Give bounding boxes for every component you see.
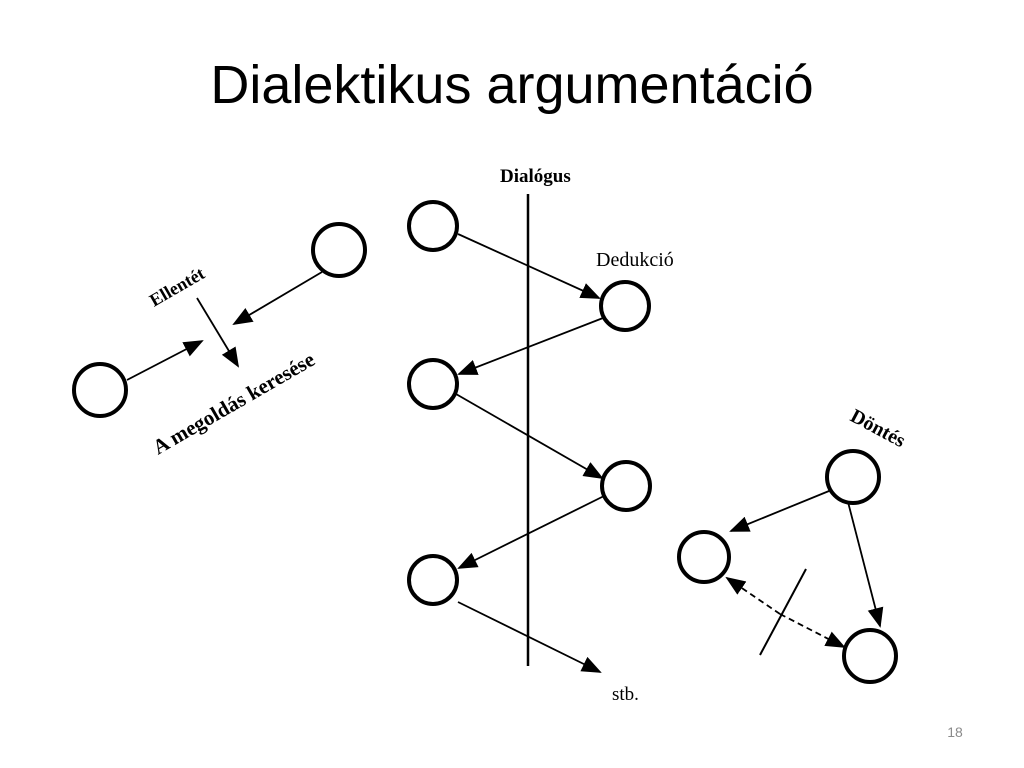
contradiction-group: Ellentét A megoldás keresése (72, 222, 367, 459)
node-dialogue-2 (599, 280, 651, 332)
label-megoldas-keresese: A megoldás keresése (149, 347, 319, 459)
arrow-decision-top-left (729, 490, 830, 532)
node-decision-left (677, 530, 731, 584)
node-left-bottom (72, 362, 128, 418)
arrow-dialogue-2-3 (457, 317, 604, 375)
dashed-arrow-to-left (725, 576, 781, 615)
page-number: 18 (947, 724, 963, 740)
arrow-left-to-center (126, 340, 204, 381)
label-dontes: Döntés (847, 405, 910, 452)
arrow-dialogue-1-2 (457, 233, 601, 299)
label-ellentet: Ellentét (146, 263, 208, 310)
node-dialogue-5 (407, 554, 459, 606)
dialogue-group: Dialógus Dedukció stb. (407, 166, 674, 705)
arrow-dialogue-5-stb (457, 601, 602, 673)
slide-title: Dialektikus argumentáció (210, 55, 814, 115)
arrow-right-to-center (232, 271, 323, 326)
node-dialogue-4 (600, 460, 652, 512)
arrow-dialogue-4-5 (457, 495, 605, 569)
node-dialogue-1 (407, 200, 459, 252)
arrow-decision-top-bottom (847, 501, 884, 628)
decision-group: Döntés (677, 405, 910, 684)
blocking-bar (759, 568, 807, 656)
arrow-dialogue-3-4 (455, 393, 604, 479)
label-dialogus: Dialógus (500, 166, 571, 187)
label-dedukcio: Dedukció (596, 249, 674, 271)
node-dialogue-3 (407, 358, 459, 410)
arrow-contradiction-down (196, 297, 240, 368)
node-decision-bottom (842, 628, 898, 684)
node-decision-top (825, 449, 881, 505)
dashed-arrow-to-bottom (779, 613, 846, 648)
label-stb: stb. (612, 684, 639, 705)
node-left-top (311, 222, 367, 278)
